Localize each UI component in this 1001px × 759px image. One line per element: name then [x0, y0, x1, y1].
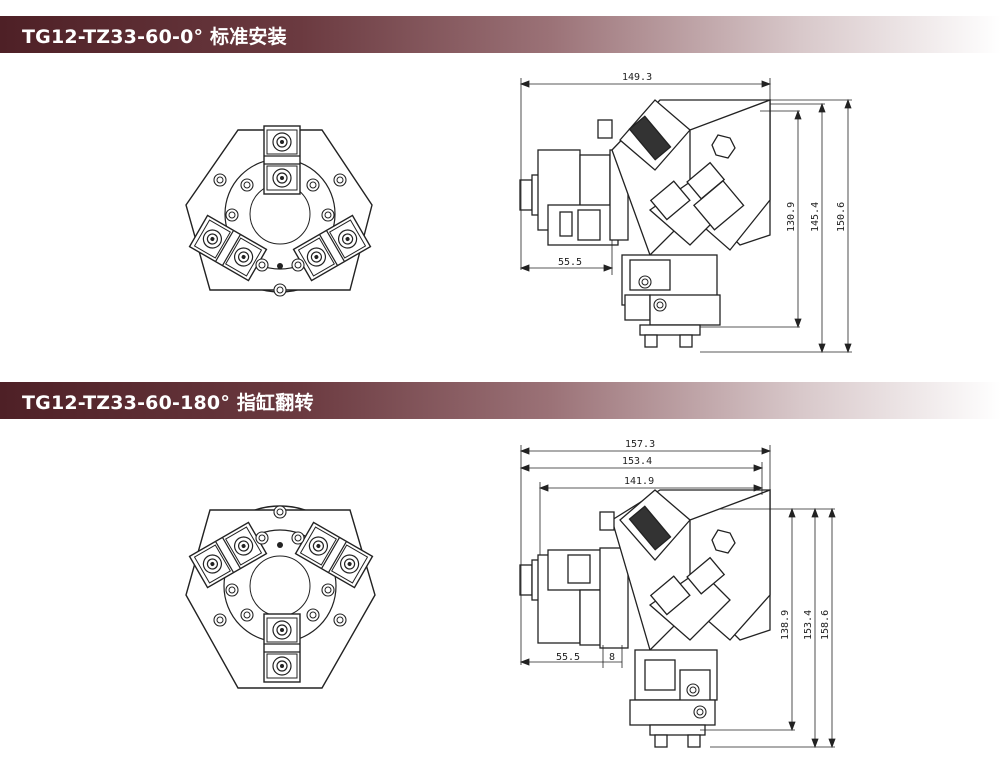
section-1-drawings: 149.3 55.5 130.9 145.4 150.6: [185, 72, 852, 354]
section-2-drawings: 157.3 153.4 141.9 55.5 8 138.9 153.4 158…: [185, 439, 836, 749]
dim-left-offset-2: 55.5: [556, 652, 580, 663]
section-2-title: TG12-TZ33-60-180° 指缸翻转: [22, 392, 314, 414]
dimension-lines-1: [519, 78, 852, 354]
dim-height-b-1: 145.4: [810, 202, 821, 232]
dim-small-offset-2: 8: [609, 652, 615, 663]
gripper-top-view-2: [185, 505, 376, 689]
dim-height-c-1: 150.6: [836, 202, 847, 232]
section-1-banner: TG12-TZ33-60-0° 标准安装: [0, 16, 1001, 53]
dim-top-width-1: 149.3: [622, 72, 652, 83]
section-1-title: TG12-TZ33-60-0° 标准安装: [22, 26, 287, 48]
dim-height-a-1: 130.9: [786, 202, 797, 232]
dim-height-c-2: 158.6: [820, 610, 831, 640]
section-2-banner: TG12-TZ33-60-180° 指缸翻转: [0, 382, 1001, 419]
dimension-lines-2: [519, 445, 836, 749]
dim-top-width-a-2: 157.3: [625, 439, 655, 450]
gripper-side-view-1: [519, 99, 771, 348]
dim-height-a-2: 138.9: [780, 610, 791, 640]
dim-top-width-c-2: 141.9: [624, 476, 654, 487]
gripper-side-view-2: [519, 489, 771, 748]
gripper-top-view-1: [185, 126, 373, 297]
dim-height-b-2: 153.4: [803, 610, 814, 640]
dim-top-width-b-2: 153.4: [622, 456, 652, 467]
dim-left-offset-1: 55.5: [558, 257, 582, 268]
